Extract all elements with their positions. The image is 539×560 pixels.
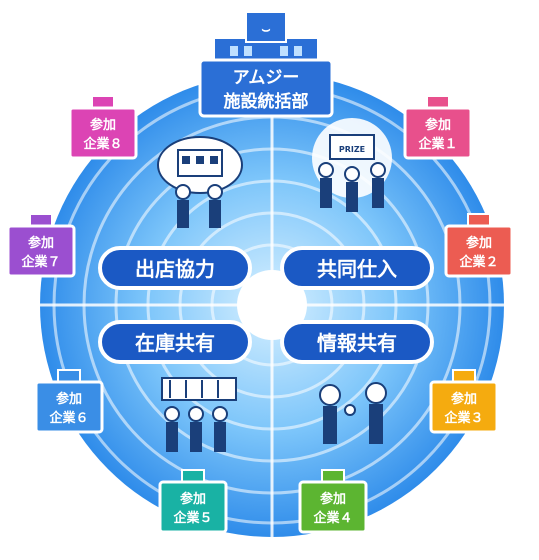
hub-box: ⌣ アムジー 施設統括部 bbox=[198, 11, 334, 118]
function-inventory-sharing: 在庫共有 bbox=[98, 320, 252, 364]
amusement-building-icon bbox=[157, 136, 243, 228]
company-box-label-line2: 企業６ bbox=[48, 410, 88, 426]
function-info-sharing: 情報共有 bbox=[280, 320, 434, 364]
company-box-label-line1: 参加 bbox=[90, 117, 116, 133]
building-icon bbox=[230, 46, 302, 56]
company-box-label-line2: 企業８ bbox=[82, 136, 122, 152]
function-label-inventory-sharing: 在庫共有 bbox=[135, 331, 215, 355]
function-store-cooperation: 出店協力 bbox=[98, 246, 252, 290]
company-box-label-line1: 参加 bbox=[466, 235, 492, 251]
company-box-label-line2: 企業７ bbox=[20, 254, 60, 270]
conversation-icon bbox=[319, 382, 387, 444]
prize-box-icon: PRIZE bbox=[312, 118, 392, 212]
company-box-label-line2: 企業３ bbox=[443, 410, 483, 426]
crane-game-lift-icon bbox=[161, 377, 237, 452]
company-box-label-line1: 参加 bbox=[180, 491, 206, 507]
hub-face-icon: ⌣ bbox=[261, 22, 270, 38]
center-hole bbox=[237, 270, 307, 340]
company-box-label-line1: 参加 bbox=[28, 235, 54, 251]
function-joint-purchasing: 共同仕入 bbox=[280, 246, 434, 290]
company-box-label-line1: 参加 bbox=[451, 391, 477, 407]
svg-text:PRIZE: PRIZE bbox=[339, 145, 365, 154]
company-box-label-line2: 企業１ bbox=[417, 136, 457, 152]
company-box-label-line2: 企業４ bbox=[312, 510, 352, 526]
company-box-label-line1: 参加 bbox=[56, 391, 82, 407]
function-label-store-cooperation: 出店協力 bbox=[135, 257, 215, 281]
company-box-label-line1: 参加 bbox=[320, 491, 346, 507]
function-label-joint-purchasing: 共同仕入 bbox=[317, 257, 397, 281]
company-box-label-line2: 企業５ bbox=[172, 510, 212, 526]
central-circle bbox=[40, 73, 504, 537]
company-box-label-line2: 企業２ bbox=[458, 254, 498, 270]
hub-title: アムジー bbox=[233, 68, 300, 88]
hub-subtitle: 施設統括部 bbox=[224, 91, 309, 112]
company-box-label-line1: 参加 bbox=[425, 117, 451, 133]
function-label-info-sharing: 情報共有 bbox=[317, 331, 397, 355]
